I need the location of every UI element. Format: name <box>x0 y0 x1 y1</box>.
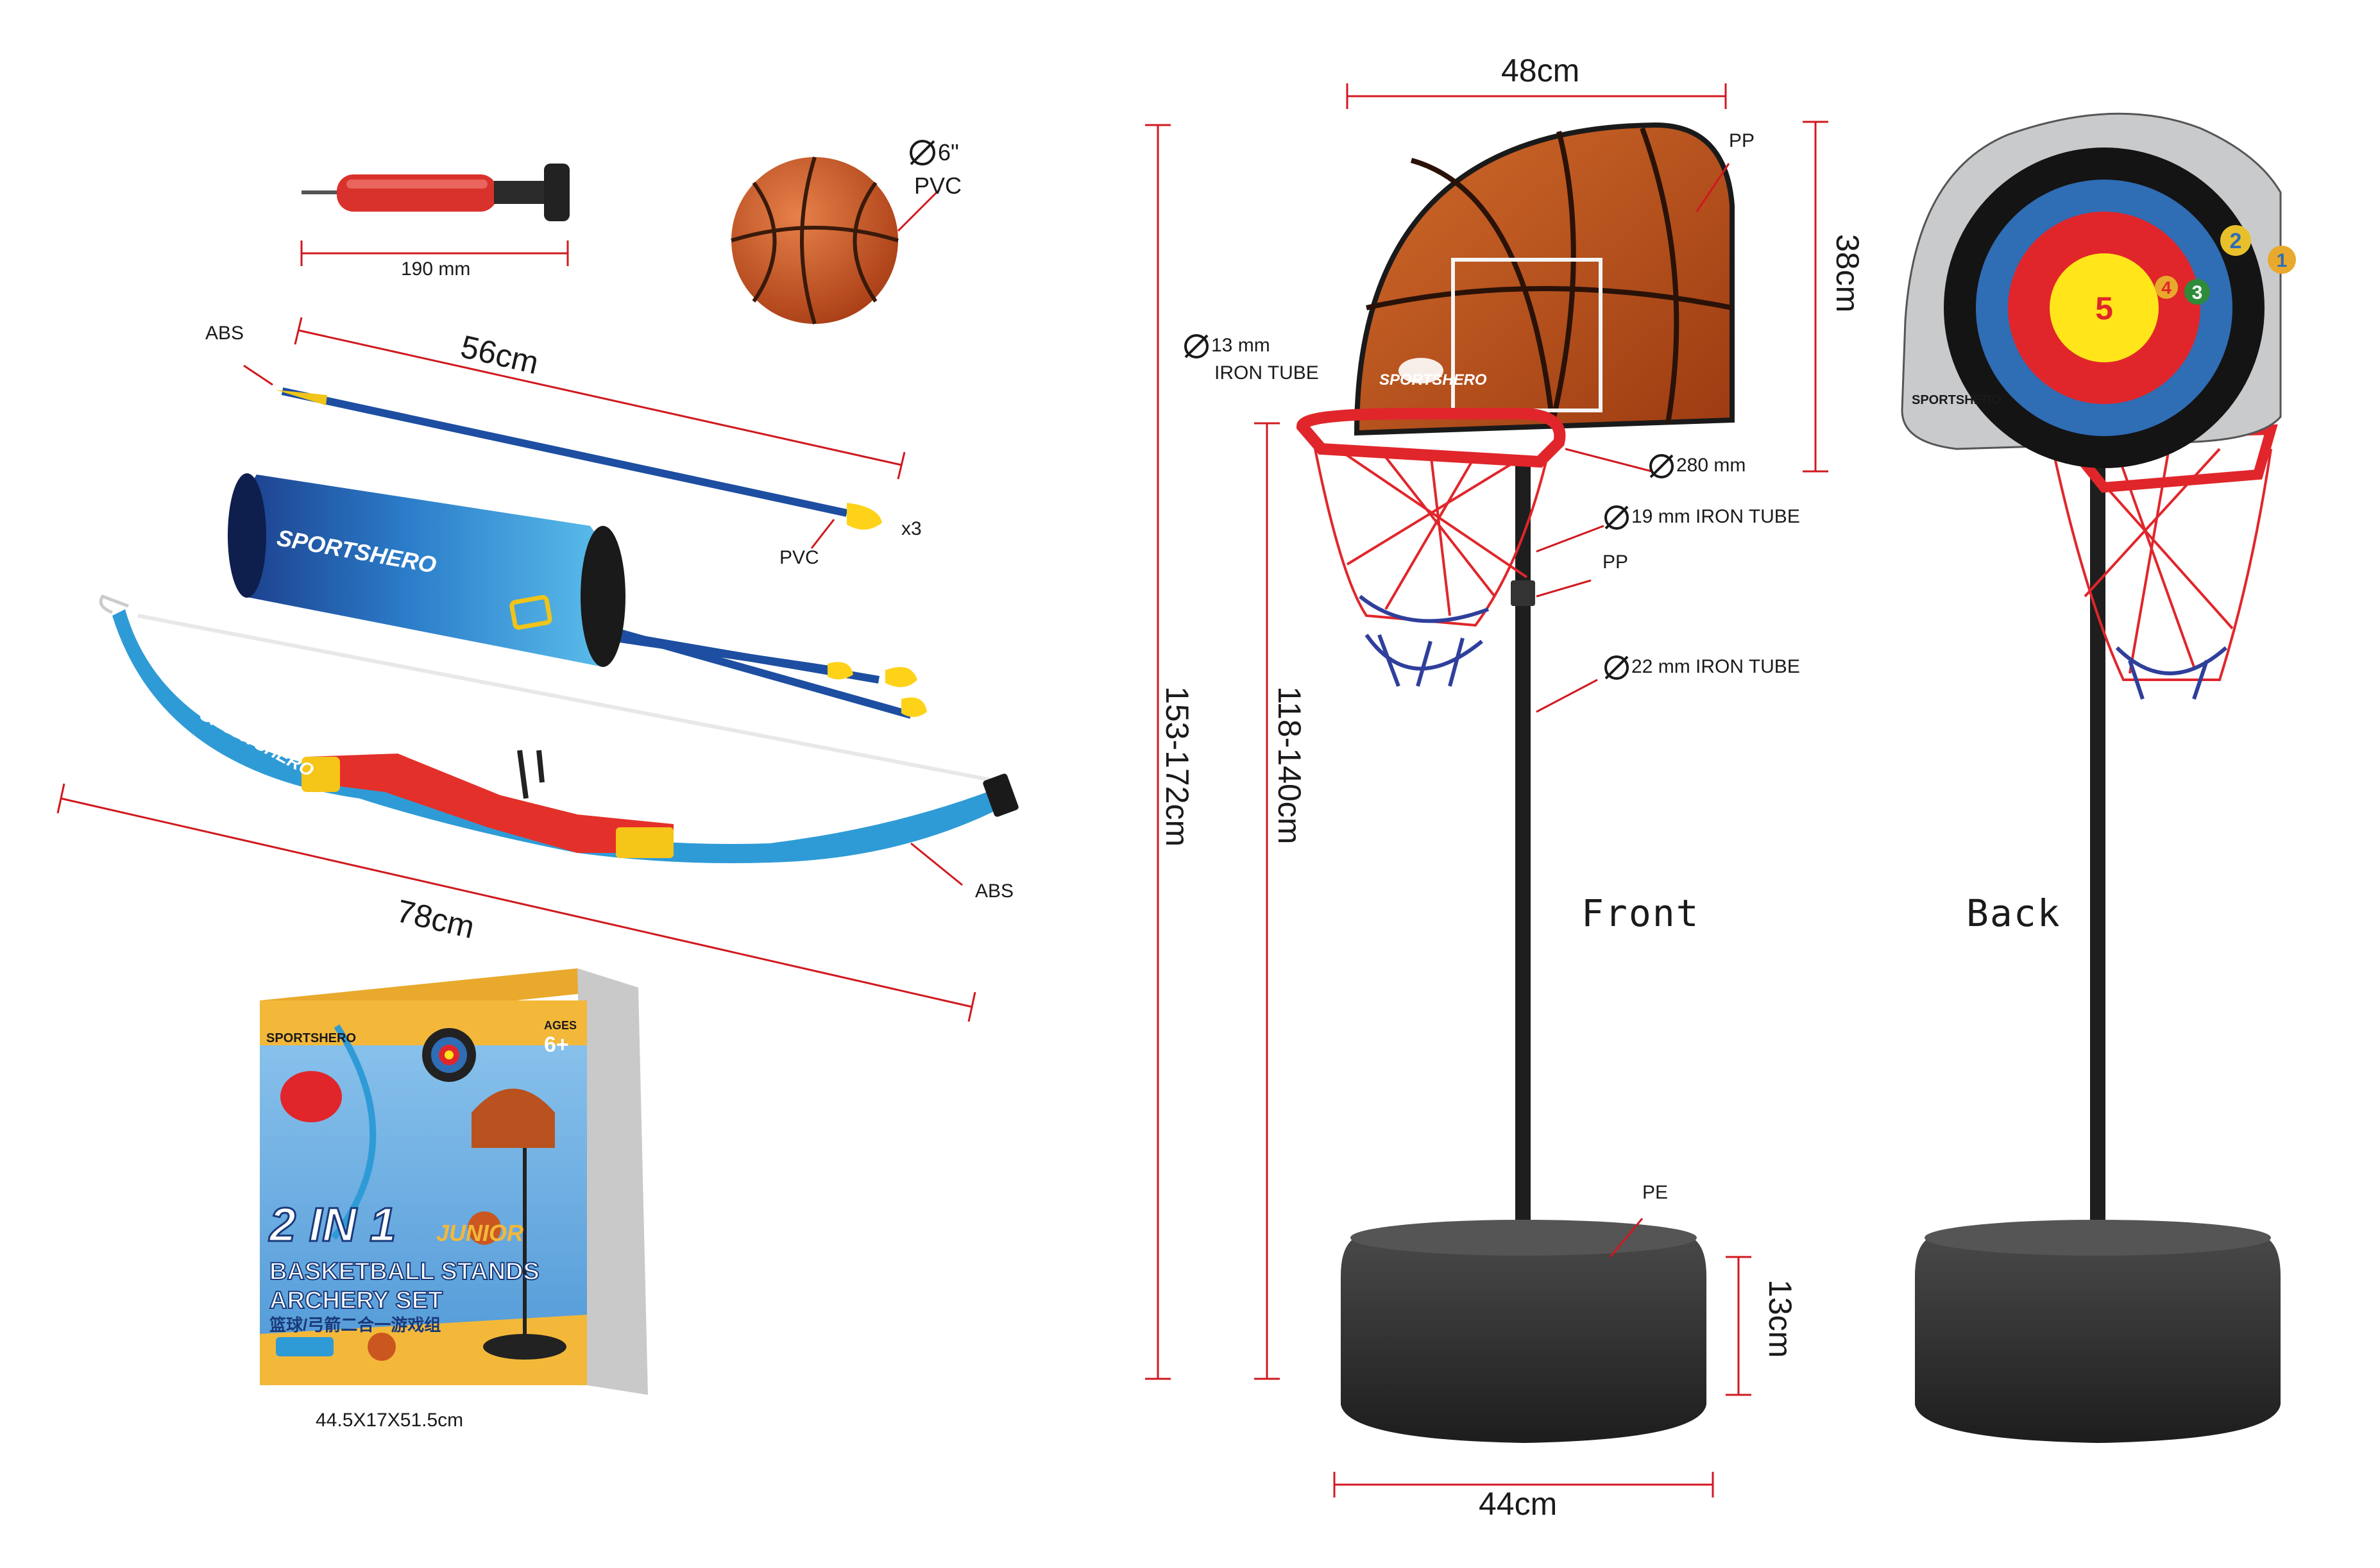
rim-tube-diameter-label: 13 mm <box>1211 335 1270 356</box>
rim-tube-label: IRON TUBE <box>1214 362 1319 384</box>
back-pole <box>2090 462 2105 1257</box>
arrow-cup-material-label: PVC <box>779 547 819 568</box>
backboard-height-label: 38cm <box>1830 234 1866 313</box>
back-view-label: Back <box>1966 891 2061 935</box>
target-label-2: 2 <box>2230 229 2242 253</box>
backboard-material-label: PP <box>1729 130 1755 151</box>
target-badge-1 <box>2268 246 2296 274</box>
front-view-label: Front <box>1581 891 1700 935</box>
pump-dimension <box>300 240 569 266</box>
box-age-label: AGES <box>544 1019 577 1032</box>
back-stand: 5 4 3 2 1 <box>1901 112 2296 1443</box>
diameter-symbol-upper-pole <box>1604 505 1629 530</box>
target-label-1: 1 <box>2277 250 2288 271</box>
box-title-cn: 篮球/弓箭二合一游戏组 <box>269 1315 441 1335</box>
pump-length-label: 190 mm <box>401 258 471 280</box>
quiver <box>228 473 927 719</box>
arrow-suction-cup <box>847 503 882 530</box>
arrow <box>276 387 882 530</box>
bow-riser <box>308 754 674 853</box>
bow <box>99 594 1019 863</box>
lower-pole-label: 22 mm IRON TUBE <box>1631 656 1800 677</box>
total-height-label: 153-172cm <box>1159 686 1195 847</box>
arrow-quantity-label: x3 <box>901 518 922 539</box>
package-box <box>260 968 648 1395</box>
total-height-dimension <box>1145 124 1171 1380</box>
rim-height-dimension <box>1254 422 1280 1380</box>
front-backboard-brand: SPORTSHERO <box>1379 371 1487 389</box>
box-age-value: 6+ <box>544 1033 569 1057</box>
target-badge-4 <box>2155 276 2178 299</box>
diameter-symbols <box>1184 334 1674 680</box>
back-base <box>1915 1228 2281 1443</box>
base-height-label: 13cm <box>1762 1279 1798 1358</box>
ball-material-label: PVC <box>914 173 962 199</box>
pump <box>302 164 570 221</box>
basketball <box>731 156 899 325</box>
base-material-label: PE <box>1642 1182 1669 1203</box>
arrow-tip-leader <box>243 364 273 386</box>
box-title-line3: ARCHERY SET <box>269 1287 443 1314</box>
front-annotations <box>1333 83 1828 1497</box>
front-stand <box>1296 122 1735 1443</box>
front-rim <box>1296 408 1566 468</box>
bow-material-label: ABS <box>975 881 1014 902</box>
diameter-symbol-rim <box>1649 454 1674 478</box>
bow-string <box>137 614 1005 784</box>
bow-dimension <box>56 783 976 1022</box>
pump-handle <box>544 164 570 221</box>
box-title-line2: BASKETBALL STANDS <box>269 1258 540 1285</box>
base-width-label: 44cm <box>1479 1486 1558 1522</box>
upper-pole-label: 19 mm IRON TUBE <box>1631 506 1800 527</box>
rim-diameter-label: 280 mm <box>1676 455 1746 476</box>
box-brand: SPORTSHERO <box>266 1031 356 1045</box>
diameter-symbol-rim-tube <box>1184 334 1209 358</box>
target-badge-2 <box>2220 225 2251 256</box>
arrow-dimension <box>294 317 906 480</box>
target-label-3: 3 <box>2192 282 2203 303</box>
diameter-symbol-lower-pole <box>1604 655 1629 680</box>
box-side <box>577 968 648 1395</box>
target-label-5: 5 <box>2095 291 2113 326</box>
back-board-brand: SPORTSHERO <box>1912 393 2002 407</box>
target-label-4: 4 <box>2161 278 2172 298</box>
target-badge-3 <box>2184 279 2210 305</box>
rim-height-label: 118-140cm <box>1271 686 1307 845</box>
arrow-cup-leader <box>810 519 835 549</box>
target-ring-yellow <box>2050 253 2159 362</box>
front-base <box>1341 1228 1706 1443</box>
ball-diameter-label: 6" <box>938 139 959 165</box>
clamp-material-label: PP <box>1602 552 1629 573</box>
front-backboard <box>1357 125 1732 433</box>
package-dimensions-label: 44.5X17X51.5cm <box>316 1410 464 1431</box>
arrow-tip-material-label: ABS <box>205 323 244 344</box>
box-title-line1: 2 IN 1 <box>268 1198 396 1251</box>
ball-leader <box>897 188 941 232</box>
bow-leader <box>910 842 963 886</box>
diameter-symbol-ball <box>910 140 935 165</box>
backboard-width-label: 48cm <box>1501 53 1580 89</box>
box-title-junior: JUNIOR <box>436 1220 523 1246</box>
